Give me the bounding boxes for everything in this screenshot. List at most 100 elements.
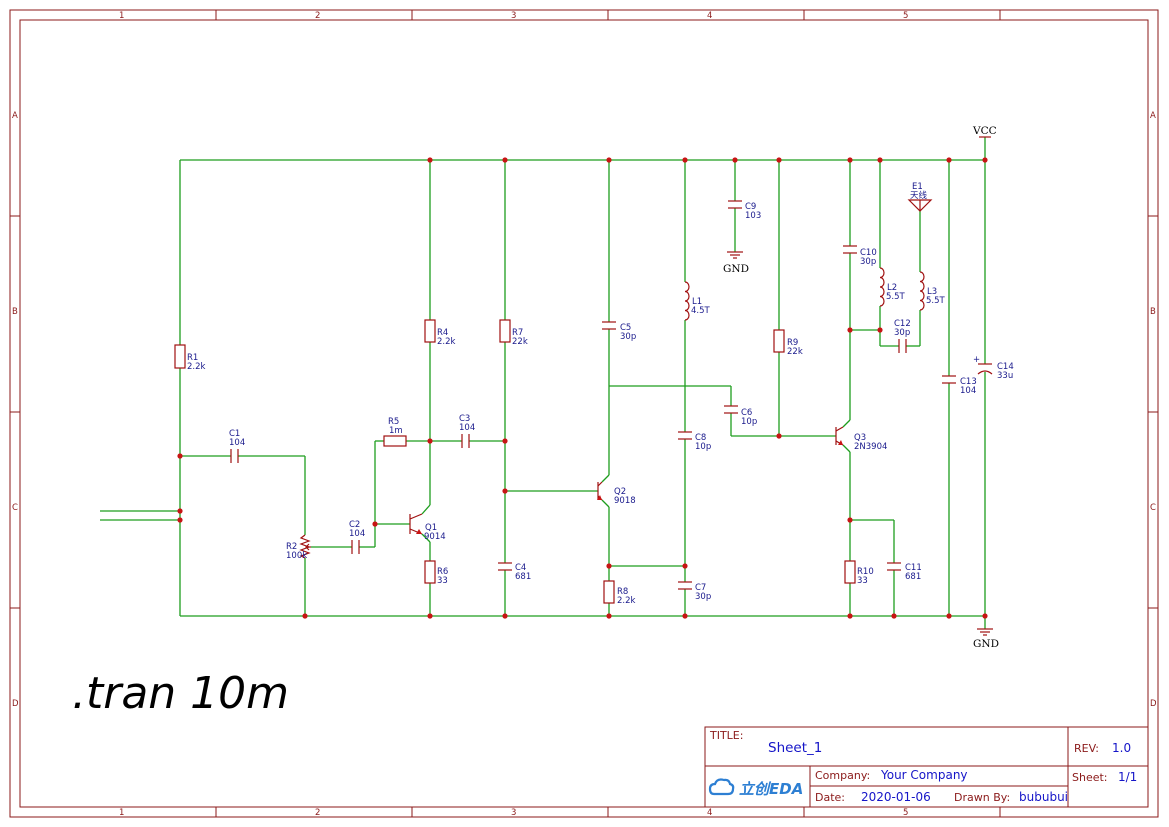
title-value: Sheet_1 [768, 740, 822, 756]
svg-text:22k: 22k [787, 347, 803, 357]
inductor-l2[interactable]: L2 5.5T [879, 267, 906, 307]
zone-col-3-bottom: 3 [511, 808, 516, 818]
zone-row-c-left: C [12, 503, 18, 513]
cloud-icon [708, 778, 735, 796]
svg-text:10p: 10p [695, 442, 711, 452]
inductor-l3[interactable]: L3 5.5T [919, 271, 946, 311]
svg-text:C5: C5 [620, 323, 631, 333]
capacitor-c8[interactable]: C8 10p [678, 431, 711, 452]
svg-text:R4: R4 [437, 328, 448, 338]
sheet-value: 1/1 [1118, 770, 1137, 784]
gnd-symbol-c9[interactable]: GND [723, 251, 749, 275]
transistor-q3[interactable]: Q3 2N3904 [835, 426, 887, 452]
svg-text:5.5T: 5.5T [886, 292, 906, 302]
resistor-r10[interactable]: R10 33 [844, 560, 874, 586]
resistor-r4[interactable]: R4 2.2k [424, 319, 456, 347]
capacitor-c12[interactable]: C12 30p [894, 319, 911, 353]
resistor-r9[interactable]: R9 22k [773, 329, 803, 357]
inductor-l1[interactable]: L1 4.5T [684, 281, 711, 321]
svg-text:22k: 22k [512, 337, 528, 347]
capacitor-c13[interactable]: C13 104 [942, 375, 977, 396]
svg-text:30p: 30p [860, 257, 876, 267]
transistor-q2[interactable]: Q2 9018 [597, 481, 636, 506]
capacitor-c3[interactable]: C3 104 [459, 414, 475, 448]
zone-col-1-bottom: 1 [119, 808, 124, 818]
zone-row-b-left: B [12, 307, 18, 317]
svg-text:Q3: Q3 [854, 433, 866, 443]
svg-text:C11: C11 [905, 563, 922, 573]
potentiometer-r2[interactable]: R2 100k [286, 534, 311, 561]
svg-text:C1: C1 [229, 429, 240, 439]
svg-text:30p: 30p [695, 592, 711, 602]
svg-text:104: 104 [459, 423, 475, 433]
svg-text:C14: C14 [997, 362, 1014, 372]
zone-col-5-top: 5 [903, 11, 908, 21]
logo-text: 立创EDA [739, 780, 803, 798]
zone-col-4-bottom: 4 [707, 808, 712, 818]
rev-label: REV: [1074, 742, 1099, 755]
gnd-symbol-main[interactable]: GND [973, 628, 999, 650]
capacitor-c9[interactable]: C9 103 [728, 200, 761, 221]
zone-col-4-top: 4 [707, 11, 712, 21]
svg-text:C6: C6 [741, 408, 752, 418]
title-label: TITLE: [709, 729, 743, 742]
gnd-label-top: GND [723, 263, 749, 275]
svg-text:R1: R1 [187, 353, 198, 363]
zone-col-3-top: 3 [511, 11, 516, 21]
svg-text:C3: C3 [459, 414, 470, 424]
svg-text:2N3904: 2N3904 [854, 442, 887, 452]
sheet-frame: 1 2 3 4 5 1 2 3 4 5 A B C D A B C D [9, 9, 1159, 818]
title-block: TITLE: Sheet_1 REV: 1.0 Company: Your Co… [704, 726, 1149, 808]
svg-text:104: 104 [229, 438, 245, 448]
resistor-r6[interactable]: R6 33 [424, 560, 448, 586]
drawn-by-value: bububui [1019, 790, 1068, 804]
svg-text:9014: 9014 [424, 532, 446, 542]
capacitor-c14[interactable]: + C14 33u [973, 355, 1014, 381]
svg-text:E1: E1 [912, 182, 923, 192]
capacitor-c1[interactable]: C1 104 [229, 429, 245, 463]
svg-text:33: 33 [857, 576, 868, 586]
svg-text:C7: C7 [695, 583, 706, 593]
svg-text:Q2: Q2 [614, 487, 626, 497]
drawn-by-label: Drawn By: [954, 791, 1010, 804]
capacitor-c7[interactable]: C7 30p [678, 581, 711, 602]
svg-text:2.2k: 2.2k [437, 337, 456, 347]
capacitor-c4[interactable]: C4 681 [498, 562, 531, 582]
capacitor-c5[interactable]: C5 30p [602, 321, 636, 342]
company-value: Your Company [880, 768, 968, 782]
svg-text:R2: R2 [286, 542, 297, 552]
vcc-symbol[interactable]: VCC [972, 125, 997, 138]
svg-text:681: 681 [905, 572, 921, 582]
resistor-r7[interactable]: R7 22k [499, 319, 528, 347]
vcc-label: VCC [972, 125, 997, 137]
antenna-e1[interactable]: E1 天线 [907, 182, 933, 212]
svg-text:R9: R9 [787, 338, 798, 348]
zone-row-b-right: B [1150, 307, 1156, 317]
svg-text:33: 33 [437, 576, 448, 586]
resistor-r5[interactable]: R5 1m [383, 417, 407, 447]
svg-text:5.5T: 5.5T [926, 296, 946, 306]
svg-text:104: 104 [960, 386, 976, 396]
spice-directive[interactable]: .tran 10m [72, 668, 289, 719]
svg-text:C13: C13 [960, 377, 977, 387]
capacitor-c11[interactable]: C11 681 [887, 562, 922, 582]
svg-text:30p: 30p [620, 332, 636, 342]
capacitor-c6[interactable]: C6 10p [724, 405, 757, 427]
svg-text:L1: L1 [692, 297, 702, 307]
svg-text:10p: 10p [741, 417, 757, 427]
svg-text:R8: R8 [617, 587, 628, 597]
svg-text:R5: R5 [388, 417, 399, 427]
capacitor-c2[interactable]: C2 104 [349, 520, 365, 554]
svg-text:4.5T: 4.5T [691, 306, 711, 316]
svg-text:C8: C8 [695, 433, 706, 443]
svg-text:30p: 30p [894, 328, 910, 338]
transistor-q1[interactable]: Q1 9014 [409, 513, 446, 542]
svg-text:2.2k: 2.2k [187, 362, 206, 372]
svg-text:2.2k: 2.2k [617, 596, 636, 606]
capacitor-c10[interactable]: C10 30p [843, 245, 877, 267]
resistor-r8[interactable]: R8 2.2k [603, 580, 636, 606]
svg-text:R6: R6 [437, 567, 448, 577]
eda-logo: 立创EDA [708, 778, 803, 798]
resistor-r1[interactable]: R1 2.2k [174, 344, 206, 372]
svg-text:C9: C9 [745, 202, 756, 212]
